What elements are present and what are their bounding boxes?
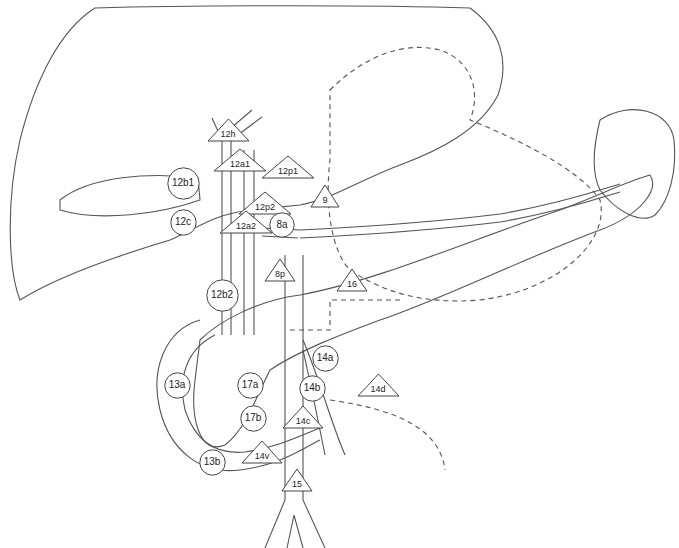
station-number: 12b1 [172, 178, 194, 188]
station-circle: 17b [240, 405, 267, 432]
station-triangle: 16 [336, 268, 368, 292]
station-number: 14d [370, 385, 385, 394]
station-number: 17a [242, 380, 259, 390]
station-number: 13a [169, 380, 186, 390]
aorta [265, 255, 325, 548]
station-circle: 12c [170, 209, 197, 236]
station-number: 12b2 [211, 290, 233, 300]
station-number: 13b [204, 457, 221, 467]
station-number: 16 [347, 280, 357, 289]
retroperitoneum-outline [290, 300, 445, 470]
station-triangle: 12a2 [219, 210, 273, 234]
station-number: 12a1 [230, 160, 250, 169]
station-circle: 17a [237, 372, 264, 399]
station-number: 12a2 [236, 222, 256, 231]
station-circle: 14a [312, 345, 339, 372]
station-number: 17b [245, 413, 262, 423]
station-triangle: 9 [310, 184, 340, 208]
station-number: 12c [175, 217, 191, 227]
station-number: 9 [322, 196, 327, 205]
station-triangle: 14c [282, 405, 324, 429]
station-circle: 12b1 [167, 167, 200, 200]
stomach-outline [328, 47, 601, 301]
station-number: 12p2 [255, 203, 275, 212]
station-circle: 13a [164, 372, 191, 399]
station-triangle: 12h [207, 118, 250, 142]
spleen [594, 110, 674, 219]
station-triangle: 12p1 [261, 155, 315, 179]
station-number: 14b [304, 383, 321, 393]
duodenum [157, 320, 320, 471]
splenic-artery [300, 184, 620, 238]
station-triangle: 14v [241, 440, 283, 464]
station-circle: 14b [299, 375, 326, 402]
pancreas [194, 175, 653, 447]
station-number: 12h [220, 130, 235, 139]
station-number: 14a [317, 353, 334, 363]
station-number: 8a [276, 220, 287, 230]
station-number: 15 [292, 480, 302, 489]
station-circle: 13b [199, 449, 226, 476]
station-circle: 12b2 [206, 279, 239, 312]
station-triangle: 15 [281, 468, 313, 492]
liver-outline [10, 6, 503, 300]
station-circle: 8a [269, 212, 295, 238]
station-number: 8p [275, 270, 285, 279]
station-number: 14v [255, 452, 270, 461]
station-triangle: 8p [264, 258, 296, 282]
station-triangle: 12a1 [213, 148, 267, 172]
station-triangle: 14d [357, 373, 400, 397]
station-number: 14c [296, 417, 311, 426]
station-number: 12p1 [278, 167, 298, 176]
